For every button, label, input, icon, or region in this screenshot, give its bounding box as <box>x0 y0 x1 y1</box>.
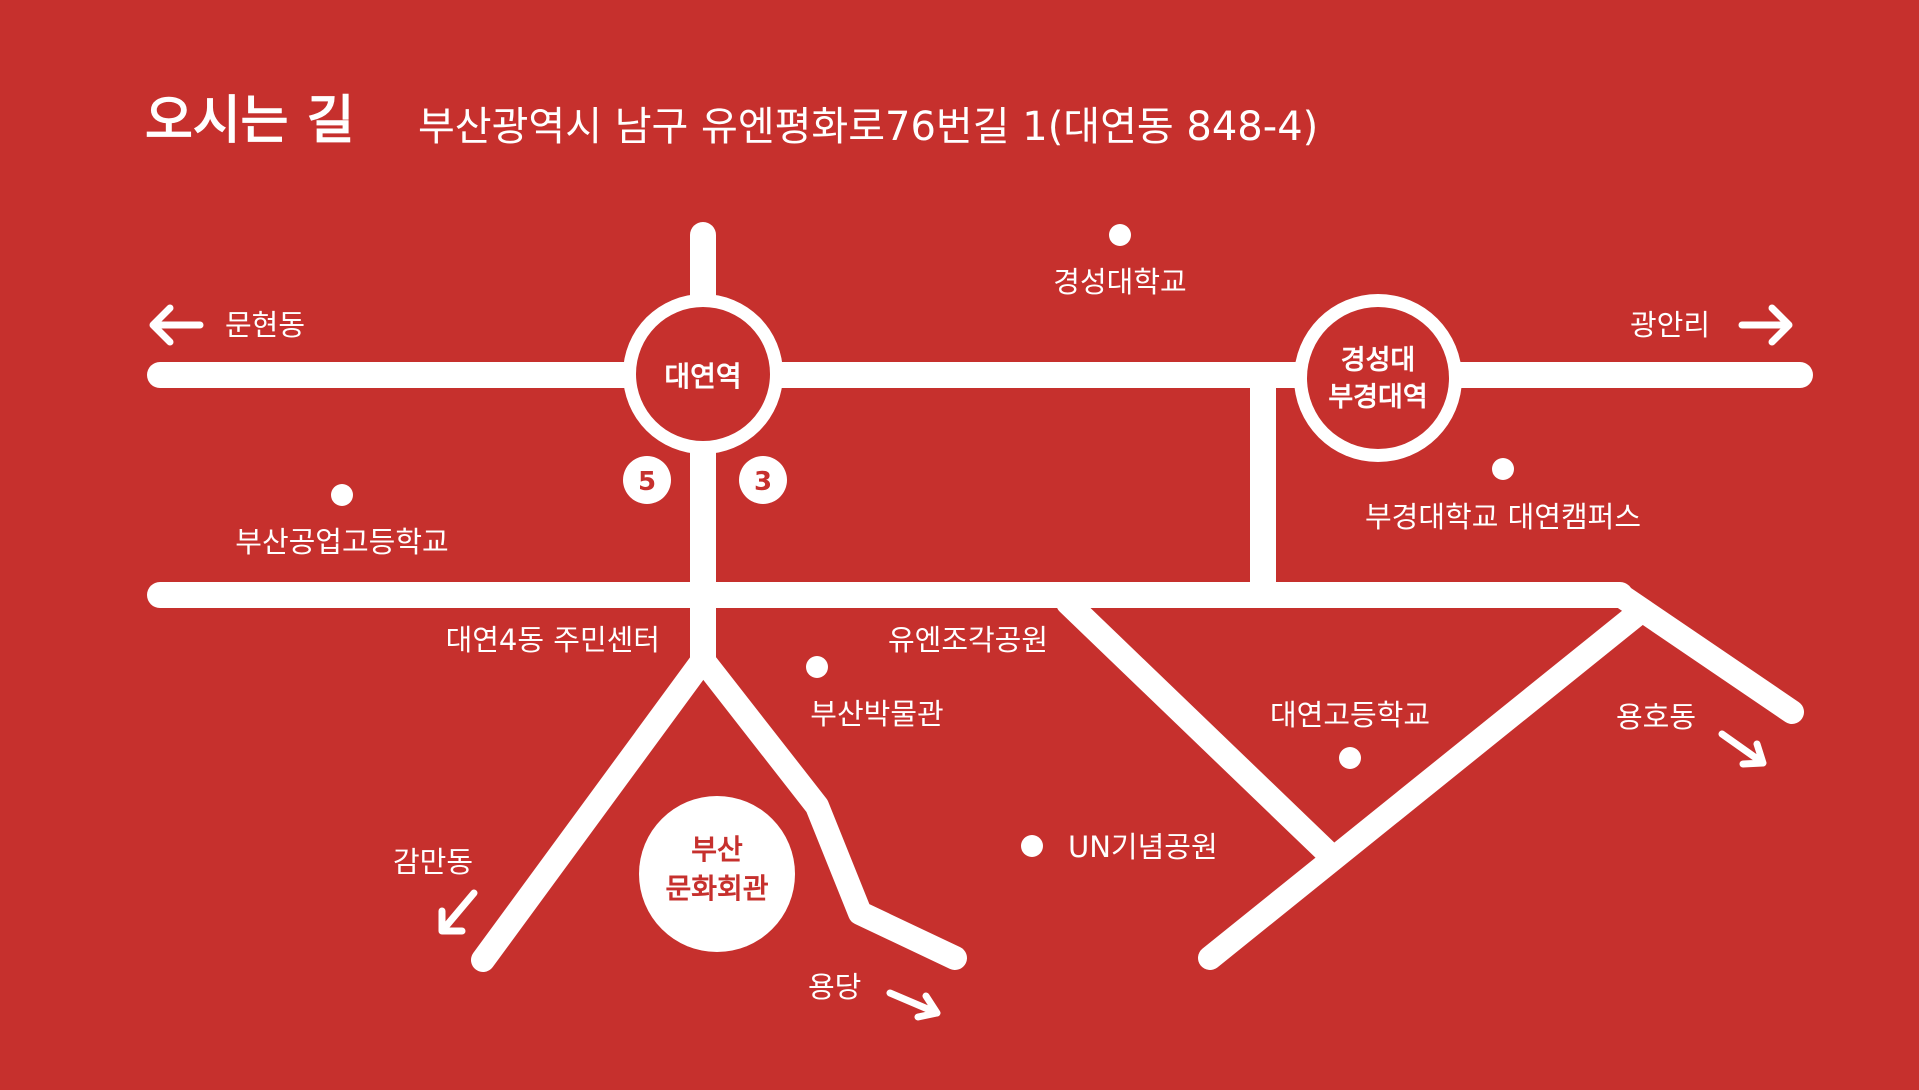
direction-gamman: 감만동 <box>393 845 473 879</box>
destination-marker: 부산 문화회관 <box>639 796 795 952</box>
label-community-center: 대연4동 주민센터 <box>446 623 660 657</box>
destination-label-1: 부산 <box>691 833 743 866</box>
exit-5-label: 5 <box>638 467 656 497</box>
road-to-yongdang <box>691 648 967 970</box>
arrow-left-icon <box>149 304 204 346</box>
landmark-dots <box>331 224 1514 857</box>
destination-circle <box>639 796 795 952</box>
station-kyungsung-label-2: 부경대역 <box>1328 382 1427 413</box>
label-busan-museum: 부산박물관 <box>810 697 943 731</box>
exit-5-badge <box>623 456 671 504</box>
arrow-down-right-yongho-icon <box>1718 730 1767 768</box>
station-daeyeon-label: 대연역 <box>664 360 741 393</box>
label-kyungsung-univ: 경성대학교 <box>1053 265 1186 299</box>
address-text: 부산광역시 남구 유엔평화로76번길 1(대연동 848-4) <box>418 104 1318 150</box>
page-title: 오시는 길 <box>145 91 354 151</box>
direction-gwangalli: 광안리 <box>1630 308 1710 342</box>
dot-daeyeon-hs <box>1339 747 1361 769</box>
label-busan-tech-hs: 부산공업고등학교 <box>235 525 448 559</box>
arrow-right-icon <box>1738 304 1793 346</box>
station-daeyeon: 대연역 <box>623 294 783 454</box>
station-daeyeon-inner <box>636 307 770 441</box>
station-kyungsung-inner <box>1307 307 1449 449</box>
dot-kyungsung-univ <box>1109 224 1131 246</box>
destination-label-2: 문화회관 <box>665 872 768 905</box>
label-pukyong-campus: 부경대학교 대연캠퍼스 <box>1365 500 1641 534</box>
exit-3-label: 3 <box>754 467 772 497</box>
direction-arrows <box>149 304 1793 1021</box>
direction-yongdang: 용당 <box>808 970 861 1004</box>
dot-pukyong-campus <box>1492 458 1514 480</box>
arrow-down-right-icon <box>886 989 941 1021</box>
direction-munhyeon: 문현동 <box>225 308 305 342</box>
dot-un-memorial-park <box>1021 835 1043 857</box>
station-kyungsung-label-1: 경성대 <box>1341 345 1416 376</box>
road-to-yongho <box>1608 583 1804 724</box>
label-un-memorial-park: UN기념공원 <box>1068 830 1218 864</box>
direction-yongho: 용호동 <box>1616 700 1696 734</box>
station-exits: 5 3 <box>623 456 787 504</box>
dot-busan-tech-hs <box>331 484 353 506</box>
arrow-down-left-icon <box>438 889 478 935</box>
station-kyungsung: 경성대 부경대역 <box>1294 294 1462 462</box>
dot-busan-museum <box>806 656 828 678</box>
label-un-sculpture-park: 유엔조각공원 <box>888 623 1048 657</box>
road-diagonal-un-park <box>1198 603 1648 970</box>
road-diagonal-daeyeon-hs <box>1056 591 1342 867</box>
label-daeyeon-hs: 대연고등학교 <box>1270 698 1430 732</box>
exit-3-badge <box>739 456 787 504</box>
road-to-gamman <box>471 648 715 972</box>
